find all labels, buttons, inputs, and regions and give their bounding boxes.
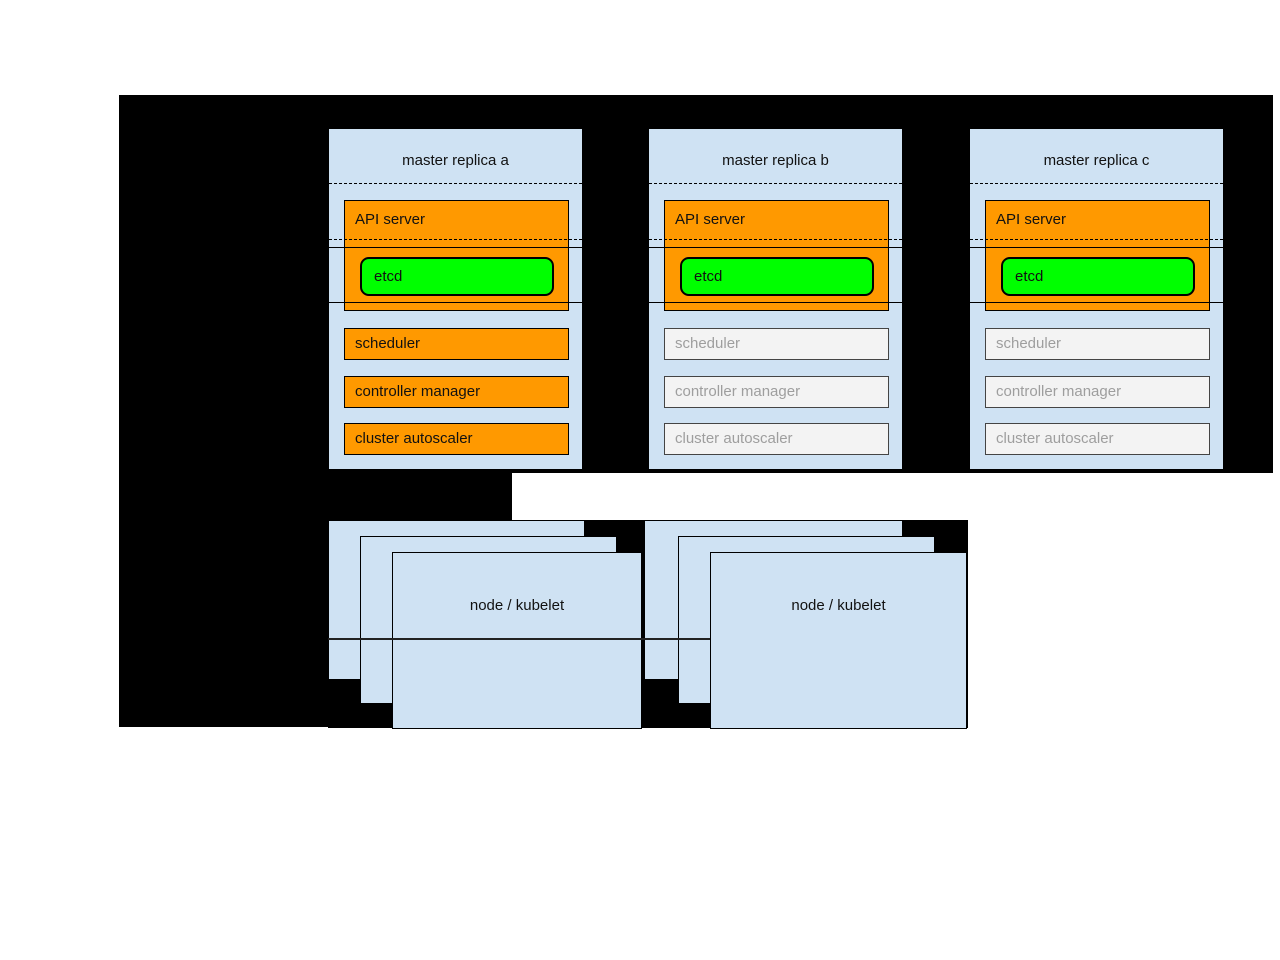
etcd-label: etcd	[694, 268, 723, 285]
master-replica-c-box: master replica c API server etcd schedul…	[969, 128, 1224, 470]
api-server-label: API server	[675, 211, 746, 228]
scheduler-box: scheduler	[664, 328, 889, 360]
node-front-card-left: node / kubelet	[392, 552, 642, 729]
node-front-card-right: node / kubelet	[710, 552, 967, 729]
master-replica-c-title: master replica c	[1043, 152, 1150, 169]
cluster-autoscaler-box: cluster autoscaler	[344, 423, 569, 455]
dashed-divider	[649, 183, 902, 184]
master-replica-a-title: master replica a	[402, 152, 509, 169]
cluster-autoscaler-box: cluster autoscaler	[664, 423, 889, 455]
node-kubelet-label: node / kubelet	[469, 597, 565, 614]
master-replica-a-box: master replica a API server etcd schedul…	[328, 128, 583, 470]
dashed-divider	[649, 239, 902, 240]
solid-divider	[649, 302, 902, 303]
dashed-divider	[329, 239, 582, 240]
controller-manager-box: controller manager	[344, 376, 569, 408]
api-server-label: API server	[996, 211, 1067, 228]
etcd-box: etcd	[360, 257, 554, 296]
node-kubelet-label: node / kubelet	[791, 597, 886, 614]
etcd-label: etcd	[1015, 268, 1044, 285]
master-replica-b-box: master replica b API server etcd schedul…	[648, 128, 903, 470]
node-divider-line	[328, 638, 712, 640]
etcd-label: etcd	[374, 268, 403, 285]
scheduler-box: scheduler	[985, 328, 1210, 360]
etcd-box: etcd	[680, 257, 874, 296]
master-replica-b-title: master replica b	[722, 152, 829, 169]
etcd-box: etcd	[1001, 257, 1195, 296]
controller-manager-box: controller manager	[664, 376, 889, 408]
solid-divider	[329, 302, 582, 303]
solid-divider	[329, 247, 582, 248]
controller-manager-box: controller manager	[985, 376, 1210, 408]
dashed-divider	[970, 239, 1223, 240]
solid-divider	[970, 247, 1223, 248]
dashed-divider	[329, 183, 582, 184]
cluster-autoscaler-box: cluster autoscaler	[985, 423, 1210, 455]
dashed-divider	[970, 183, 1223, 184]
scheduler-box: scheduler	[344, 328, 569, 360]
api-server-label: API server	[355, 211, 426, 228]
solid-divider	[649, 247, 902, 248]
solid-divider	[970, 302, 1223, 303]
